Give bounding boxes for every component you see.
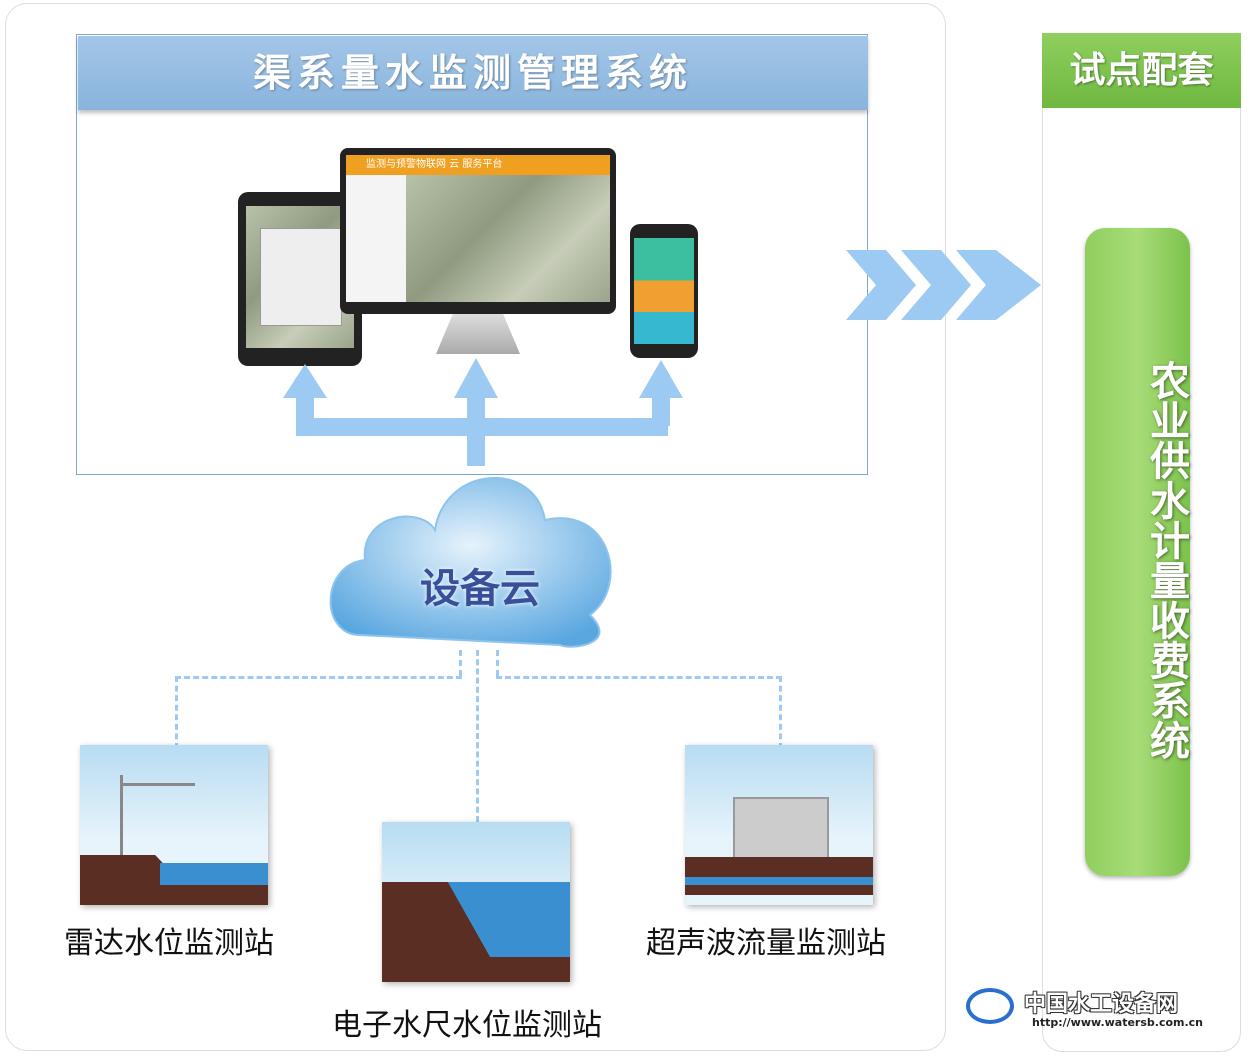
phone-image	[630, 224, 698, 358]
dashed-connector	[175, 676, 462, 749]
cloud-icon	[329, 476, 612, 648]
right-panel-header: 试点配套	[1042, 33, 1241, 108]
left-panel	[5, 3, 946, 1051]
cloud-label: 设备云	[420, 566, 540, 612]
monitor-header: 监测与预警物联网 云 服务平台	[346, 155, 610, 175]
system-title: 渠系量水监测管理系统	[78, 36, 868, 110]
monitor-image: 监测与预警物联网 云 服务平台	[340, 148, 616, 314]
chevron-right-arrows-icon	[846, 250, 1041, 320]
radar-station-image	[80, 745, 268, 905]
electronic-gauge-station-image	[382, 822, 570, 982]
electronic-gauge-station-label: 电子水尺水位监测站	[332, 1008, 602, 1043]
billing-system-box	[1085, 228, 1190, 876]
ultrasonic-station-image	[685, 745, 873, 905]
ultrasonic-station-label: 超声波流量监测站	[646, 926, 886, 961]
billing-system-label: 农业供水计量收费系统	[1143, 360, 1189, 760]
watermark-url: http://www.watersb.com.cn	[1032, 1016, 1204, 1029]
watermark-logo-icon	[966, 988, 1014, 1024]
watermark-name: 中国水工设备网	[1024, 992, 1179, 1017]
radar-station-label: 雷达水位监测站	[64, 926, 274, 961]
